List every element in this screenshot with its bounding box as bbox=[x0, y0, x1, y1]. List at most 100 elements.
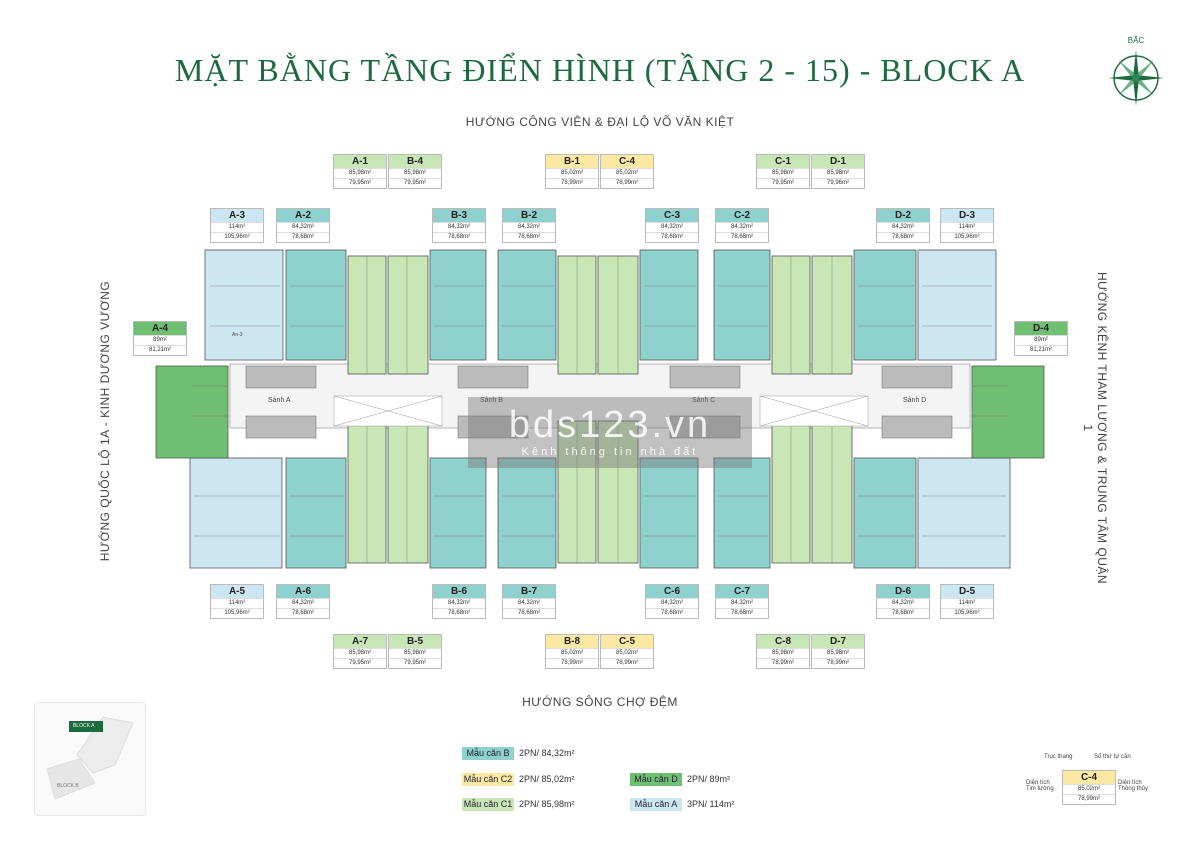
lobby-d: Sảnh D bbox=[903, 397, 927, 404]
legend-swatch-c2: Mẫu căn C2 bbox=[462, 773, 514, 786]
unit-area-clear: 78,68m² bbox=[277, 232, 329, 242]
legend-key: Trục thang Số thứ tự căn Diện tích Tim t… bbox=[1026, 752, 1176, 812]
unit-area-clear: 78,68m² bbox=[433, 608, 485, 618]
unit-area-clear: 78,68m² bbox=[646, 608, 698, 618]
unit-area-clear: 78,68m² bbox=[433, 232, 485, 242]
unit-area-wall: 114m² bbox=[211, 598, 263, 608]
watermark-subtext: Kênh thông tin nhà đất bbox=[521, 446, 699, 458]
watermark-text: bds123.vn bbox=[508, 404, 712, 446]
page-title: MẶT BẰNG TẦNG ĐIỂN HÌNH (TẦNG 2 - 15) - … bbox=[174, 52, 1026, 88]
unit-a4 bbox=[155, 365, 229, 459]
unit-code: A-1 bbox=[334, 155, 386, 168]
floor-plan bbox=[155, 249, 1045, 569]
unit-area-wall: 85,98m² bbox=[334, 648, 386, 658]
unit-c6 bbox=[639, 457, 699, 569]
unit-area-wall: 84,32m² bbox=[716, 598, 768, 608]
unit-area-wall: 84,32m² bbox=[503, 598, 555, 608]
unit-c7 bbox=[713, 457, 771, 569]
unit-area-wall: 85,98m² bbox=[757, 168, 809, 178]
unit-code: B-8 bbox=[546, 635, 598, 648]
unit-code: B-7 bbox=[503, 585, 555, 598]
unit-area-wall: 84,32m² bbox=[716, 222, 768, 232]
unit-area-wall: 84,32m² bbox=[277, 222, 329, 232]
unit-area-wall: 84,32m² bbox=[277, 598, 329, 608]
unit-code: C-2 bbox=[716, 209, 768, 222]
unit-area-clear: 81,21m² bbox=[1015, 345, 1067, 355]
unit-area-wall: 85,02m² bbox=[601, 648, 653, 658]
key-sample-area2: 78,99m² bbox=[1063, 794, 1115, 804]
lobby-c: Sảnh C bbox=[692, 397, 716, 404]
unit-code: C-7 bbox=[716, 585, 768, 598]
direction-left: HƯỚNG QUỐC LỘ 1A - KINH DƯƠNG VƯƠNG bbox=[98, 280, 112, 562]
legend-swatch-b: Mẫu căn B bbox=[462, 747, 514, 760]
unit-code: D-6 bbox=[877, 585, 929, 598]
unit-b4 bbox=[387, 255, 429, 375]
unit-code: A-3 bbox=[211, 209, 263, 222]
minimap-block-b: BLOCK B bbox=[57, 783, 79, 789]
unit-code: B-1 bbox=[546, 155, 598, 168]
unit-area-wall: 85,02m² bbox=[546, 168, 598, 178]
unit-area-clear: 78,68m² bbox=[646, 232, 698, 242]
unit-code: A-7 bbox=[334, 635, 386, 648]
unit-code: D-5 bbox=[941, 585, 993, 598]
unit-area-clear: 105,96m² bbox=[211, 608, 263, 618]
key-dien-tich-thong: Diện tích Thông thủy bbox=[1118, 780, 1149, 792]
unit-area-wall: 84,32m² bbox=[646, 222, 698, 232]
unit-area-wall: 85,98m² bbox=[812, 648, 864, 658]
unit-area-wall: 84,32m² bbox=[503, 222, 555, 232]
unit-code: C-6 bbox=[646, 585, 698, 598]
unit-area-wall: 84,32m² bbox=[433, 222, 485, 232]
unit-area-clear: 78,99m² bbox=[757, 658, 809, 668]
watermark-box bbox=[468, 397, 752, 468]
unit-area-clear: 78,68m² bbox=[716, 232, 768, 242]
unit-code: A-4 bbox=[134, 322, 186, 335]
legend-desc-c1: 2PN/ 85,98m² bbox=[519, 799, 575, 809]
unit-area-clear: 105,96m² bbox=[941, 232, 993, 242]
unit-code: C-4 bbox=[601, 155, 653, 168]
legend-desc-d: 2PN/ 89m² bbox=[687, 774, 731, 784]
unit-area-clear: 79,95m² bbox=[757, 178, 809, 188]
key-sample-tag: C-4 85,02m² 78,99m² bbox=[1062, 770, 1116, 805]
legend-desc-c2: 2PN/ 85,02m² bbox=[519, 774, 575, 784]
unit-code: C-1 bbox=[757, 155, 809, 168]
site-minimap: BLOCK A BLOCK B bbox=[34, 702, 146, 816]
unit-area-clear: 78,68m² bbox=[877, 608, 929, 618]
unit-code: A-2 bbox=[277, 209, 329, 222]
unit-area-clear: 78,68m² bbox=[716, 608, 768, 618]
unit-code: C-5 bbox=[601, 635, 653, 648]
unit-area-clear: 79,95m² bbox=[389, 178, 441, 188]
unit-b6 bbox=[429, 457, 487, 569]
unit-code: A-5 bbox=[211, 585, 263, 598]
unit-area-clear: 78,68m² bbox=[503, 608, 555, 618]
legend-swatch-c1: Mẫu căn C1 bbox=[462, 798, 514, 811]
unit-c2 bbox=[713, 249, 771, 361]
unit-area-wall: 85,02m² bbox=[601, 168, 653, 178]
unit-code: D-3 bbox=[941, 209, 993, 222]
unit-area-clear: 79,95m² bbox=[334, 178, 386, 188]
unit-area-clear: 79,95m² bbox=[389, 658, 441, 668]
unit-area-wall: 84,32m² bbox=[877, 598, 929, 608]
unit-area-clear: 78,68m² bbox=[877, 232, 929, 242]
unit-a3 bbox=[204, 249, 284, 361]
plan-small-label: An-3 bbox=[232, 332, 243, 338]
unit-area-wall: 85,98m² bbox=[334, 168, 386, 178]
unit-area-clear: 78,99m² bbox=[546, 178, 598, 188]
unit-area-wall: 85,98m² bbox=[389, 168, 441, 178]
